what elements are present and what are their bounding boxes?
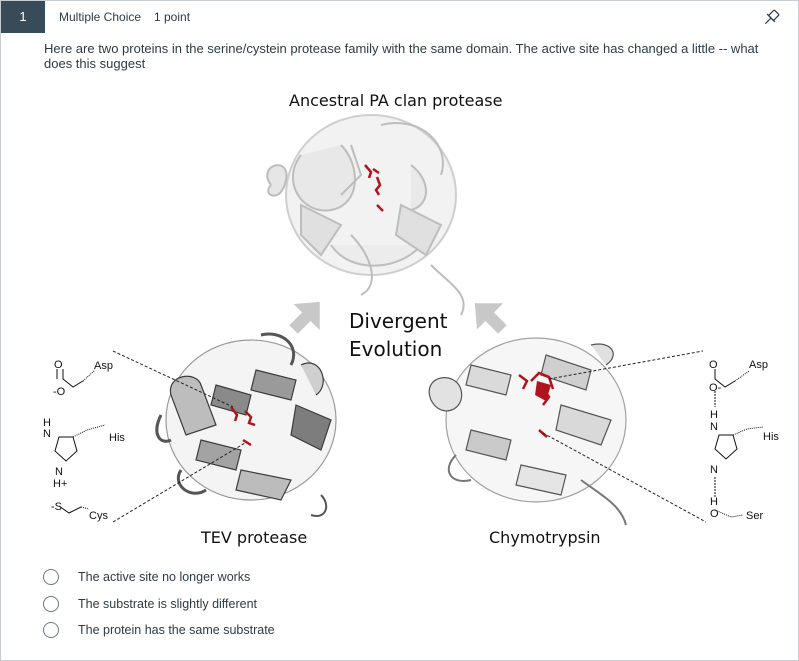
figure-graphics: O -O Asp N H N H+ His -S Cys [43, 114, 779, 526]
chymotrypsin-residue-structures: O O- Asp H N N His H O Ser [709, 359, 779, 522]
tev-his-label: His [109, 432, 125, 444]
chy-ser-h-label: H [710, 496, 718, 508]
tev-his-n1-label: N [43, 428, 51, 440]
question-text: Here are two proteins in the serine/cyst… [44, 41, 759, 71]
question-type: Multiple Choice [59, 10, 142, 24]
chy-his-n2-label: N [710, 464, 718, 476]
tev-residue-structures: O -O Asp N H N H+ His -S Cys [43, 359, 125, 522]
chy-his-h-label: H [710, 409, 718, 421]
chy-asp-label: Asp [749, 359, 768, 371]
answer-label: The protein has the same substrate [78, 623, 275, 637]
ancestral-protein-structure [266, 114, 465, 316]
evolution-label: Evolution [349, 337, 443, 361]
chy-ser-o-label: O [710, 508, 719, 520]
question-number: 1 [1, 1, 45, 33]
radio-button[interactable] [43, 595, 59, 612]
question-points: 1 point [154, 10, 191, 24]
radio-button[interactable] [43, 622, 59, 638]
tev-asp-label: Asp [94, 360, 113, 372]
radio-button[interactable] [43, 569, 59, 585]
chymotrypsin-active-site-fill [535, 381, 551, 401]
tev-asp-o-label: O [54, 359, 63, 371]
answer-label: The substrate is slightly different [78, 596, 258, 611]
tev-active-site [230, 406, 256, 447]
tev-his-hplus-label: H+ [53, 478, 67, 490]
chy-ser-label: Ser [746, 510, 763, 522]
divergent-label: Divergent [349, 309, 448, 333]
divergence-arrow-left [289, 301, 320, 334]
tev-asp-o-minus-label: -O [53, 386, 66, 398]
tev-protease-label: TEV protease [201, 528, 308, 547]
answer-label: The active site no longer works [78, 570, 251, 584]
ancestral-active-site [364, 164, 384, 212]
protease-figure: Ancestral PA clan protease Divergent Evo… [1, 85, 799, 555]
chymotrypsin-protein-structure [428, 337, 627, 526]
tev-cys-label: Cys [89, 510, 108, 522]
tev-cys-s-label: -S [51, 501, 62, 513]
question-header: 1 Multiple Choice 1 point [1, 1, 798, 33]
divergence-arrow-right [474, 303, 507, 334]
tev-protein-structure [155, 332, 337, 517]
chy-asp-o-minus-label: O- [709, 382, 722, 394]
connector-lines [112, 350, 707, 523]
chy-his-label: His [763, 431, 779, 443]
tev-his-h1-label: H [43, 417, 51, 429]
chy-asp-o-label: O [709, 359, 718, 371]
pin-icon[interactable] [760, 7, 782, 29]
ancestral-title: Ancestral PA clan protease [289, 91, 503, 110]
chy-his-n1-label: N [710, 421, 718, 433]
tev-his-n2-label: N [55, 466, 63, 478]
chymotrypsin-label: Chymotrypsin [489, 528, 601, 547]
